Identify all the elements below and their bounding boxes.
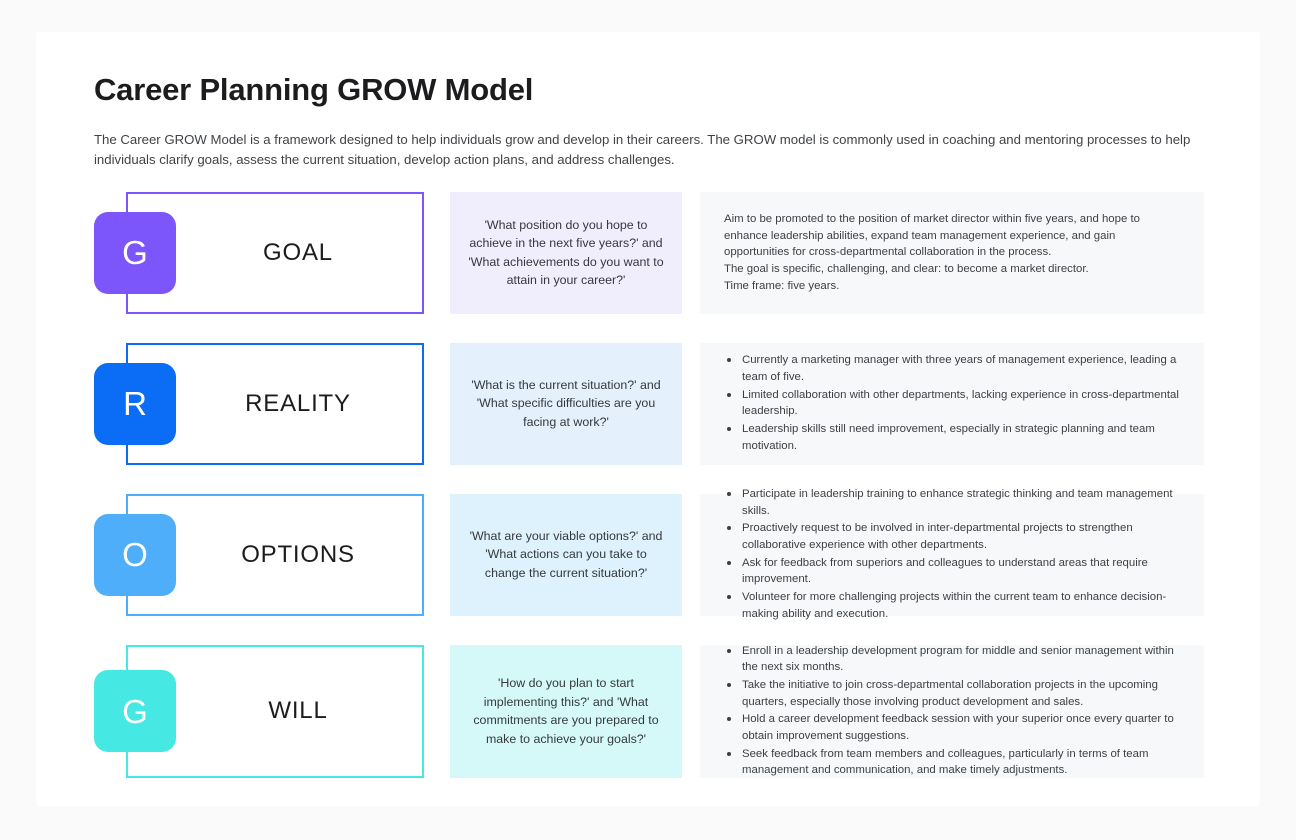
detail-list: Enroll in a leadership development progr… xyxy=(724,643,1182,780)
detail-list-item: Enroll in a leadership development progr… xyxy=(724,643,1182,676)
detail-list-item: Seek feedback from team members and coll… xyxy=(724,746,1182,779)
question-box: 'What is the current situation?' and 'Wh… xyxy=(450,342,682,465)
detail-panel: Aim to be promoted to the position of ma… xyxy=(700,191,1204,314)
detail-list-item: Take the initiative to join cross-depart… xyxy=(724,677,1182,710)
detail-list-item: Limited collaboration with other departm… xyxy=(724,387,1182,420)
stage-letter-badge: G xyxy=(94,670,176,753)
detail-panel: Participate in leadership training to en… xyxy=(700,488,1204,620)
page-title: Career Planning GROW Model xyxy=(94,72,534,107)
detail-paragraph: Time frame: five years. xyxy=(724,279,840,292)
stage-label: OPTIONS xyxy=(241,540,355,568)
detail-panel: Enroll in a leadership development progr… xyxy=(700,645,1204,778)
label-cell-options: OPTIONS O xyxy=(94,493,424,616)
stage-letter-badge: O xyxy=(94,513,176,596)
question-text: 'What position do you hope to achieve in… xyxy=(468,217,664,288)
grow-row: WILL G 'How do you plan to start implement… xyxy=(94,645,1204,778)
detail-list-item: Leadership skills still need improvement… xyxy=(724,421,1182,454)
label-outline-box: REALITY xyxy=(126,342,424,465)
detail-list-item: Hold a career development feedback sessi… xyxy=(724,711,1182,744)
stage-letter-badge: R xyxy=(94,362,176,445)
stage-label: REALITY xyxy=(245,389,351,417)
content-inner: Career Planning GROW Model The Career GR… xyxy=(94,72,1204,778)
page-description: The Career GROW Model is a framework des… xyxy=(94,131,1191,167)
detail-paragraph: Aim to be promoted to the position of ma… xyxy=(724,213,1140,259)
label-cell-reality: REALITY R xyxy=(94,342,424,465)
label-cell-will: WILL G xyxy=(94,644,424,778)
detail-panel: Currently a marketing manager with three… xyxy=(700,342,1204,465)
detail-list: Currently a marketing manager with three… xyxy=(724,352,1182,455)
question-box: 'How do you plan to start implementing t… xyxy=(450,644,682,778)
question-box: 'What are your viable options?' and 'Wha… xyxy=(450,493,682,616)
stage-label: WILL xyxy=(268,697,328,725)
question-text: 'What are your viable options?' and 'Wha… xyxy=(469,528,663,581)
detail-paragraph: The goal is specific, challenging, and c… xyxy=(724,263,1089,276)
detail-list: Participate in leadership training to en… xyxy=(724,486,1182,623)
content-card: Career Planning GROW Model The Career GR… xyxy=(36,32,1260,806)
detail-list-item: Volunteer for more challenging projects … xyxy=(724,589,1182,622)
grow-rows: GOAL G 'What position do you hope to achie… xyxy=(94,191,1204,778)
detail-list-item: Ask for feedback from superiors and coll… xyxy=(724,555,1182,588)
detail-list-item: Currently a marketing manager with three… xyxy=(724,352,1182,385)
stage-label: GOAL xyxy=(263,238,333,266)
detail-list-item: Proactively request to be involved in in… xyxy=(724,520,1182,553)
grow-row: REALITY R 'What is the current situation?'… xyxy=(94,342,1204,465)
grow-row: OPTIONS O 'What are your viable options?' … xyxy=(94,488,1204,620)
stage-letter-badge: G xyxy=(94,211,176,294)
question-box: 'What position do you hope to achieve in… xyxy=(450,191,682,314)
detail-list-item: Participate in leadership training to en… xyxy=(724,486,1182,519)
grow-row: GOAL G 'What position do you hope to achie… xyxy=(94,191,1204,314)
question-text: 'What is the current situation?' and 'Wh… xyxy=(471,377,661,430)
label-cell-goal: GOAL G xyxy=(94,191,424,314)
question-text: 'How do you plan to start implementing t… xyxy=(473,676,659,746)
